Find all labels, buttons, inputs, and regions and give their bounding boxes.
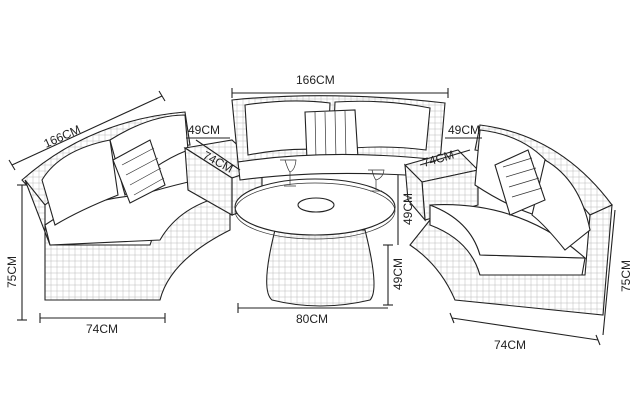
label-bottom-left-width: 74CM	[86, 322, 118, 336]
fire-pit-table	[234, 159, 396, 307]
label-left-height: 75CM	[5, 256, 19, 288]
left-throw-pillow	[112, 139, 166, 204]
right-throw-pillow	[494, 149, 546, 216]
label-center-length: 166CM	[296, 73, 335, 87]
label-table-diameter: 80CM	[296, 312, 328, 326]
label-sofa-inner-height: 49CM	[401, 193, 415, 225]
dim-line-bottom-right-width	[451, 317, 599, 341]
table-base	[266, 229, 375, 307]
left-back-cushion-1	[41, 139, 119, 226]
dim-line-right-side-width	[419, 149, 471, 166]
center-throw-pillow	[304, 109, 359, 161]
dim-line-left-length	[11, 95, 163, 166]
label-bottom-right-width: 74CM	[494, 338, 526, 352]
label-right-depth: 49CM	[448, 123, 480, 137]
dim-line-right-height	[602, 209, 616, 336]
right-back-cushion-2	[531, 159, 591, 251]
right-sofa-section	[403, 124, 613, 316]
dim-line-left-side-width	[195, 139, 241, 171]
fire-bowl	[297, 197, 335, 213]
label-right-height: 75CM	[619, 260, 633, 292]
label-left-depth: 49CM	[188, 123, 220, 137]
dimension-lines	[8, 88, 616, 346]
label-table-height: 49CM	[391, 258, 405, 290]
